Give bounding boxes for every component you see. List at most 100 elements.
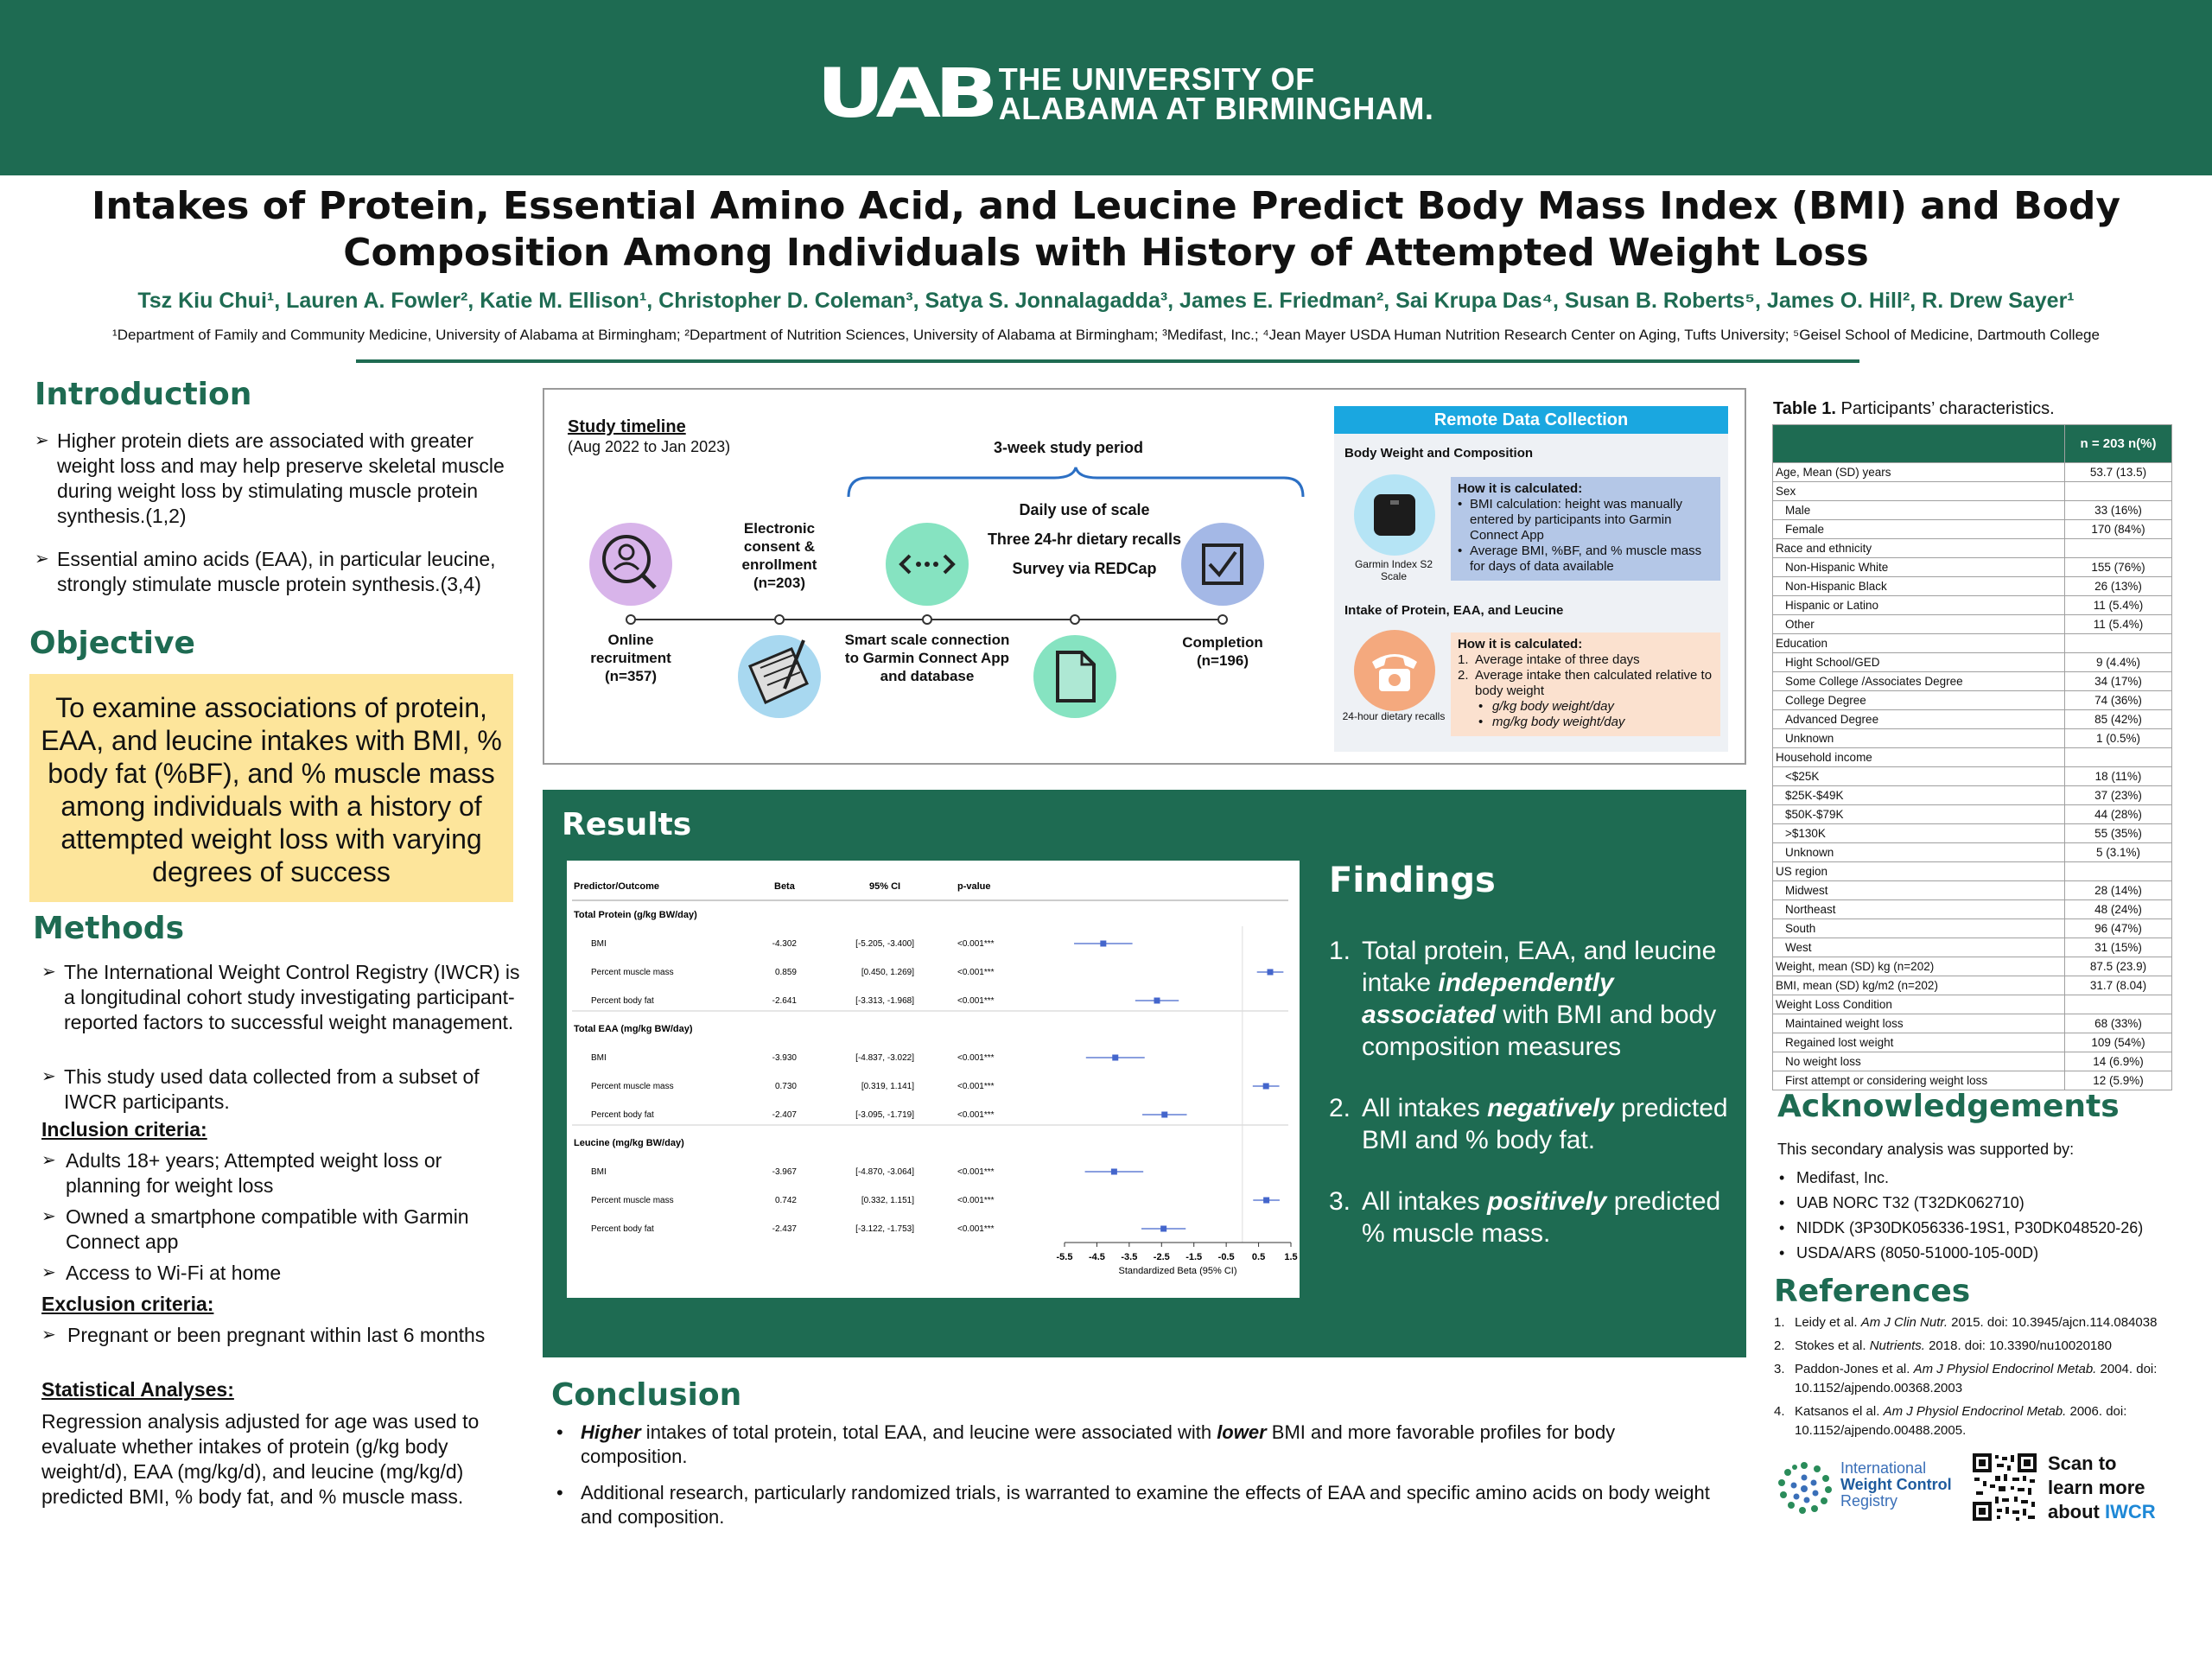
row-outcome-label: BMI <box>591 1167 607 1177</box>
scan-line-1: Scan to <box>2048 1452 2117 1474</box>
table-cell-value: 44 (28%) <box>2064 804 2172 824</box>
table-header-n: n = 203 n(%) <box>2064 424 2172 463</box>
study-period-brace <box>847 467 1305 498</box>
timeline-node-5 <box>1217 614 1228 625</box>
reference-1: 1.Leidy et al. Am J Clin Nutr. 2015. doi… <box>1774 1315 2158 1330</box>
table-cell-label: College Degree <box>1772 690 2065 710</box>
x-tick-label: -1.5 <box>1185 1252 1202 1262</box>
table-cell-label: Hight School/GED <box>1772 652 2065 672</box>
uab-logo-mark: UAB <box>817 55 999 133</box>
table-cell-value: 48 (24%) <box>2064 899 2172 919</box>
acknowledgements-list: •Medifast, Inc. •UAB NORC T32 (T32DK0627… <box>1777 1166 2143 1266</box>
remote-data-title: Remote Data Collection <box>1334 406 1728 434</box>
row-ci-value: [-3.095, -1.719] <box>855 1110 914 1120</box>
table-cell-value: 9 (4.4%) <box>2064 652 2172 672</box>
table-row: Weight, mean (SD) kg (n=202)87.5 (23.9) <box>1772 957 2172 976</box>
row-p-value: <0.001*** <box>957 1110 995 1120</box>
iwcr-link[interactable]: IWCR <box>2105 1501 2156 1522</box>
title-line-1: Intakes of Protein, Essential Amino Acid… <box>91 184 2121 228</box>
calc-box-body: How it is calculated: •BMI calculation: … <box>1451 477 1720 581</box>
logo-line-1: THE UNIVERSITY OF <box>998 61 1315 97</box>
finding-2: 2.All intakes negatively predicted BMI a… <box>1329 1094 1728 1154</box>
conclusion-body: •Higher intakes of total protein, total … <box>553 1421 1719 1529</box>
methods-bullet-2: This study used data collected from a su… <box>41 1065 521 1115</box>
row-ci-value: [-5.205, -3.400] <box>855 939 914 949</box>
row-beta-value: 0.859 <box>775 968 797 977</box>
table-cell-value <box>2064 633 2172 653</box>
table-cell-value: 34 (17%) <box>2064 671 2172 691</box>
timeline-node-3 <box>922 614 932 625</box>
statistical-analyses-label: Statistical Analyses: <box>41 1378 234 1401</box>
table-caption: Table 1. Participants’ characteristics. <box>1773 399 2055 418</box>
qr-code-icon[interactable] <box>1973 1453 2037 1521</box>
poster-title: Intakes of Protein, Essential Amino Acid… <box>69 183 2143 276</box>
row-beta-value: 0.730 <box>775 1082 797 1091</box>
row-p-value: <0.001*** <box>957 1082 995 1091</box>
inclusion-item-2: Owned a smartphone compatible with Garmi… <box>41 1205 521 1255</box>
table-cell-value: 87.5 (23.9) <box>2064 957 2172 976</box>
row-p-value: <0.001*** <box>957 939 995 949</box>
beta-point <box>1262 1083 1269 1090</box>
beta-point <box>1154 997 1160 1004</box>
table-cell-label: $50K-$79K <box>1772 804 2065 824</box>
table-cell-label: South <box>1772 918 2065 938</box>
scan-line-3: about IWCR <box>2048 1501 2156 1522</box>
iwcr-line-3: Registry <box>1840 1492 1898 1510</box>
table-cell-value: 12 (5.9%) <box>2064 1071 2172 1090</box>
row-ci-value: [0.319, 1.141] <box>861 1082 914 1091</box>
row-outcome-label: Percent body fat <box>591 1224 654 1234</box>
table-cell-label: Some College /Associates Degree <box>1772 671 2065 691</box>
title-divider <box>356 359 1859 363</box>
recruitment-icon <box>589 523 672 606</box>
table-row: Education <box>1772 633 2172 653</box>
col-header-ci: 95% CI <box>869 881 900 892</box>
ack-item-4: •USDA/ARS (8050-51000-105-00D) <box>1779 1244 2039 1262</box>
remote-data-collection-panel: Remote Data Collection Body Weight and C… <box>1334 406 1728 752</box>
row-p-value: <0.001*** <box>957 1053 995 1063</box>
table-cell-value: 26 (13%) <box>2064 576 2172 596</box>
iwcr-logo-icon <box>1778 1462 1832 1514</box>
table-cell-label: Northeast <box>1772 899 2065 919</box>
table-cell-label: >$130K <box>1772 823 2065 843</box>
x-axis-title: Standardized Beta (95% CI) <box>1119 1266 1237 1276</box>
row-ci-value: [-4.870, -3.064] <box>855 1167 914 1177</box>
table-cell-value <box>2064 481 2172 501</box>
inclusion-item-3: Access to Wi-Fi at home <box>41 1261 521 1286</box>
table-cell-value <box>2064 747 2172 767</box>
table-cell-label: Unknown <box>1772 728 2065 748</box>
table-cell-label: Race and ethnicity <box>1772 538 2065 558</box>
table-row: BMI, mean (SD) kg/m2 (n=202)31.7 (8.04) <box>1772 976 2172 995</box>
table-cell-label: BMI, mean (SD) kg/m2 (n=202) <box>1772 976 2065 995</box>
calc2-item-1: 1.Average intake of three days <box>1458 652 1640 667</box>
calc-box-intake: How it is calculated: 1.Average intake o… <box>1451 632 1720 736</box>
x-tick-label: 0.5 <box>1252 1252 1265 1262</box>
table-cell-value: 155 (76%) <box>2064 557 2172 577</box>
row-outcome-label: Percent body fat <box>591 1110 654 1120</box>
reference-4: 4.Katsanos el al. Am J Physiol Endocrino… <box>1774 1404 2127 1438</box>
uab-logo-text: THE UNIVERSITY OF ALABAMA AT BIRMINGHAM. <box>998 61 1434 126</box>
step-connection-label: Smart scale connection to Garmin Connect… <box>844 632 1010 684</box>
row-beta-value: -3.930 <box>772 1053 798 1063</box>
logo-line-2: ALABAMA AT BIRMINGHAM. <box>998 91 1434 126</box>
table-cell-value: 55 (35%) <box>2064 823 2172 843</box>
row-p-value: <0.001*** <box>957 1224 995 1234</box>
row-beta-value: -4.302 <box>772 939 798 949</box>
table-cell-value: 74 (36%) <box>2064 690 2172 710</box>
table-cell-value <box>2064 538 2172 558</box>
table-cell-label: Non-Hispanic White <box>1772 557 2065 577</box>
table-cell-label: Age, Mean (SD) years <box>1772 462 2065 482</box>
table-cell-label: Household income <box>1772 747 2065 767</box>
step-consent-label: Electronic consent & enrollment (n=203) <box>741 520 817 591</box>
calc-title-2: How it is calculated: <box>1458 637 1583 652</box>
